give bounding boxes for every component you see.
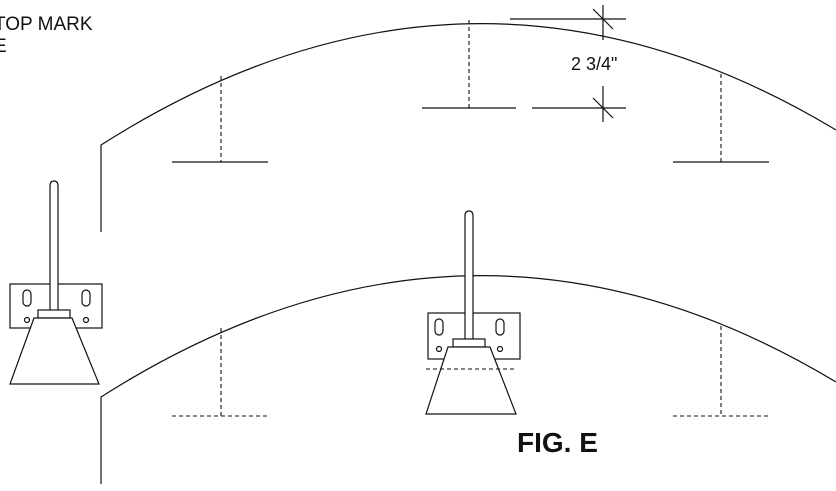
top-mark-label-line2: E (0, 36, 7, 57)
marking-tool-center (425, 210, 521, 415)
tool-center-rod (464, 210, 474, 343)
tool-left-slot-left (22, 289, 32, 307)
upper-arch (100, 23, 836, 232)
tool-center-hole-left (435, 345, 443, 353)
dimension-label: 2 3/4" (571, 54, 617, 74)
tool-center-hole-right (496, 345, 504, 353)
tool-center-slot-left (434, 318, 444, 336)
dimension-annotation: 2 3/4" (510, 5, 626, 122)
tool-left-body (9, 317, 100, 385)
lower-arch (100, 275, 836, 484)
tool-center-body (425, 346, 517, 415)
top-mark-label-line1: TOP MARK (0, 14, 93, 35)
figure-label: FIG. E (517, 427, 598, 458)
tool-left-collar (37, 309, 71, 319)
marking-tool-left (9, 180, 103, 385)
dimension-tick-top (592, 8, 614, 30)
tool-left-hole-left (23, 316, 31, 324)
tool-left-slot-right (81, 289, 91, 307)
dimension-tick-bottom (592, 97, 614, 119)
tool-left-rod (49, 180, 59, 315)
tool-center-slot-right (495, 318, 505, 336)
tool-center-collar (452, 338, 486, 348)
tool-left-hole-right (82, 316, 90, 324)
